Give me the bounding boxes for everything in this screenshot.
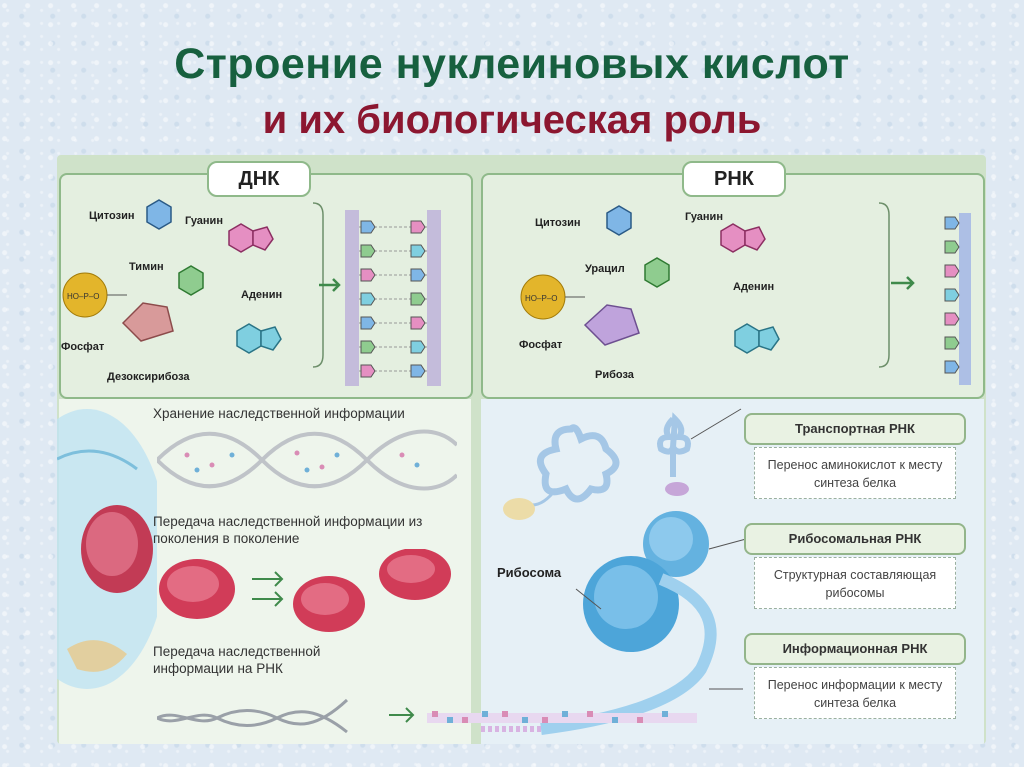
dna-label-thymine: Тимин xyxy=(129,261,164,273)
dna-function-transfer-rna: Передача наследственной информации на РН… xyxy=(153,644,321,676)
dna-structure-panel xyxy=(59,173,473,399)
rna-molecules-diagram: HO–P–O xyxy=(520,202,971,385)
dna-double-helix-illustration xyxy=(157,429,457,491)
ribosomal-rna-description: Структурная составляющая рибосомы xyxy=(754,557,956,609)
dna-label-adenine: Аденин xyxy=(241,289,283,301)
dna-thymine-molecule xyxy=(178,265,204,296)
ribosomal-rna-title: Рибосомальная РНК xyxy=(744,523,966,555)
dna-adenine-molecule xyxy=(236,323,262,354)
rna-label-phosphate: Фосфат xyxy=(519,339,563,351)
slide-title-line2: и их биологическая роль xyxy=(262,98,762,142)
rna-label-uracil: Урацил xyxy=(585,263,625,275)
rna-adenine-molecule xyxy=(734,323,760,354)
transport-rna-title: Транспортная РНК xyxy=(744,413,966,445)
rna-label-guanine: Гуанин xyxy=(685,211,723,223)
rna-cytosine-molecule xyxy=(606,205,632,236)
dna-guanine-molecule xyxy=(228,223,254,253)
dna-cytosine-molecule xyxy=(146,199,172,230)
dna-deoxyribose-molecule xyxy=(121,302,174,342)
dna-molecules-diagram: HO–P–O xyxy=(62,199,441,386)
rna-label-cytosine: Цитозин xyxy=(535,217,581,229)
slide-title-line1: Строение нуклеиновых кислот xyxy=(174,40,850,88)
messenger-rna-title: Информационная РНК xyxy=(744,633,966,665)
rna-guanine-molecule xyxy=(720,223,746,253)
dna-tab: ДНК xyxy=(207,161,311,197)
rna-tab: РНК xyxy=(682,161,786,197)
rna-label-adenine: Аденин xyxy=(733,281,775,293)
rna-structure-panel xyxy=(481,173,985,399)
rna-uracil-molecule xyxy=(644,257,670,288)
messenger-rna-description: Перенос информации к месту синтеза белка xyxy=(754,667,956,719)
cell-division-illustration xyxy=(159,549,451,632)
transport-rna-description: Перенос аминокислот к месту синтеза белк… xyxy=(754,447,956,499)
svg-text:HO–P–O: HO–P–O xyxy=(525,294,557,303)
svg-text:HO–P–O: HO–P–O xyxy=(67,292,99,301)
mrna-strand-illustration xyxy=(427,711,697,723)
dna-function-storage: Хранение наследственной информации xyxy=(153,406,405,421)
cell-illustration xyxy=(57,409,157,689)
dna-label-phosphate: Фосфат xyxy=(61,341,105,353)
poster: ДНК HO–P–O xyxy=(57,155,986,744)
dna-label-deoxyribose: Дезоксирибоза xyxy=(107,371,190,383)
rna-ribose-molecule xyxy=(583,304,640,346)
transcription-illustration xyxy=(157,698,415,734)
rna-label-ribose: Рибоза xyxy=(595,369,634,381)
dna-label-cytosine: Цитозин xyxy=(89,210,135,222)
dna-function-transfer-generations: Передача наследственной информации из по… xyxy=(153,514,423,546)
dna-label-guanine: Гуанин xyxy=(185,215,223,227)
ribosome-label: Рибосома xyxy=(497,565,562,580)
